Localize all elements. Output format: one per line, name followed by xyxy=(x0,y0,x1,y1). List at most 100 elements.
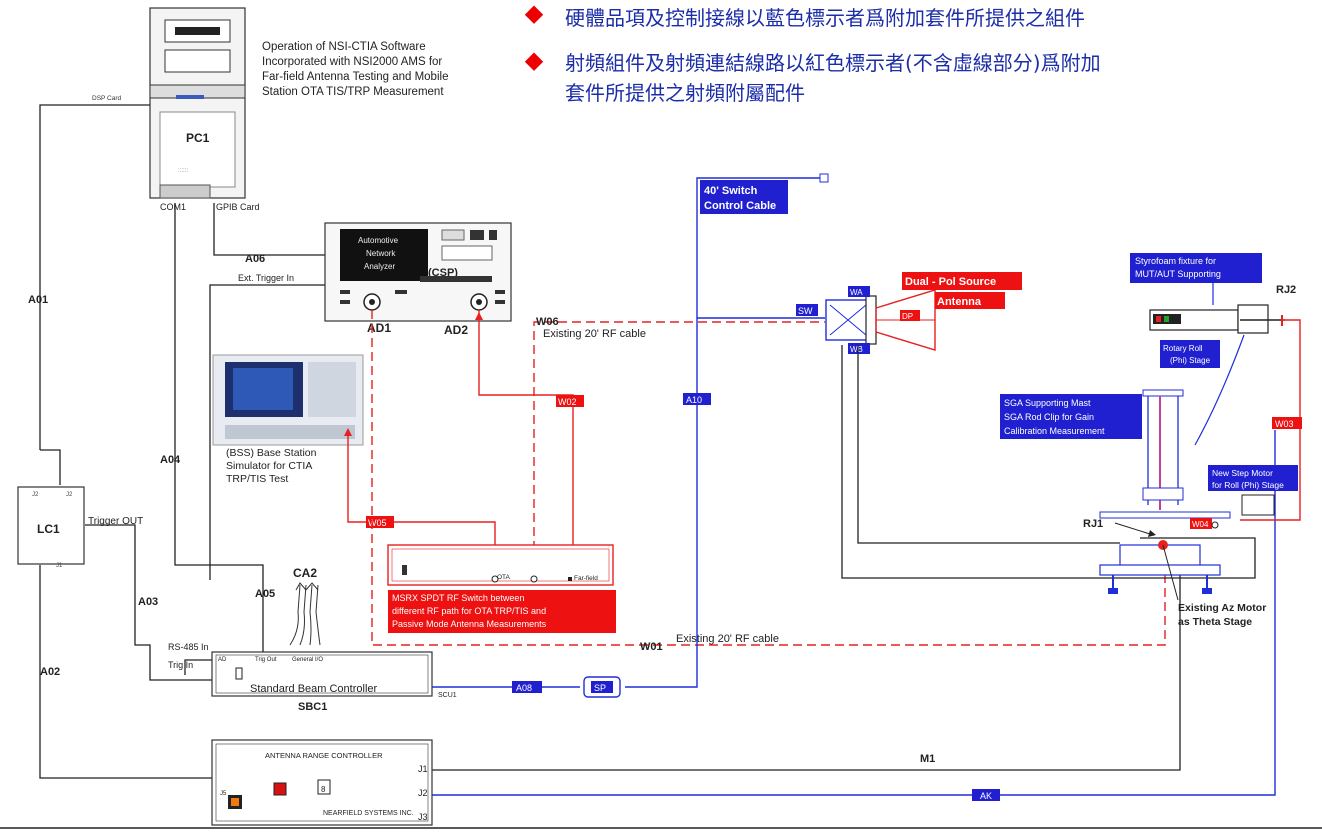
antenna-range-controller: ANTENNA RANGE CONTROLLER 8 J5 NEARFIELD … xyxy=(211,739,433,826)
fixture-line-2: MUT/AUT Supporting xyxy=(1135,269,1221,279)
cable-w06-label: W06 xyxy=(536,316,559,328)
dsp-card-label: DSP Card xyxy=(92,95,122,102)
cable-a10-label: A10 xyxy=(686,395,702,405)
switch-cable-line-2: Control Cable xyxy=(704,200,776,212)
network-analyzer: Automotive Network Analyzer (CSP) xyxy=(324,222,512,322)
svg-text:WB: WB xyxy=(850,345,863,354)
fixture-line-1: Styrofoam fixture for xyxy=(1135,256,1216,266)
legend: 硬體品項及控制接線以藍色標示者爲附加套件所提供之組件 射頻組件及射頻連結線路以紅… xyxy=(524,5,1101,105)
base-station-simulator xyxy=(212,354,364,446)
svg-text:J1: J1 xyxy=(56,563,63,569)
pc1-computer: PC1 :::::: xyxy=(149,7,246,199)
cable-w06-text: Existing 20' RF cable xyxy=(543,328,646,340)
motor-line-1: New Step Motor xyxy=(1212,468,1273,478)
az-motor-line-1: Existing Az Motor xyxy=(1178,602,1266,614)
switch-cable-line-1: 40' Switch xyxy=(704,185,758,197)
mast-line-1: SGA Supporting Mast xyxy=(1004,398,1091,408)
red-rf-wiring xyxy=(347,310,574,578)
cable-a04-label: A04 xyxy=(160,454,181,466)
cable-w01-text: Existing 20' RF cable xyxy=(676,633,779,645)
description: Operation of NSI-CTIA Software Incorpora… xyxy=(262,41,448,98)
cable-w04-label: W04 xyxy=(1192,520,1209,529)
rj1-label: RJ1 xyxy=(1083,518,1103,530)
svg-text:AD: AD xyxy=(218,657,227,663)
sbc-label: Standard Beam Controller xyxy=(250,683,378,695)
range-platform xyxy=(841,345,1256,579)
svg-text:J5: J5 xyxy=(220,791,227,797)
vna-port1-label: AD1 xyxy=(367,321,391,335)
pc1-label: PC1 xyxy=(186,131,210,145)
ext-trigger-label: Ext. Trigger In xyxy=(238,273,294,283)
svg-text:Far-field: Far-field xyxy=(574,575,598,582)
mast-line-3: Calibration Measurement xyxy=(1004,426,1105,436)
spdt-line-1: MSRX SPDT RF Switch between xyxy=(392,593,524,603)
vna-port2-label: AD2 xyxy=(444,323,468,337)
black-wiring xyxy=(39,104,1181,779)
svg-text:Network: Network xyxy=(366,249,396,258)
source-sw-label: SW xyxy=(798,306,813,316)
ca2-cable-harness xyxy=(289,582,321,646)
svg-text:Trig Out: Trig Out xyxy=(255,657,277,663)
svg-text:Automotive: Automotive xyxy=(358,236,399,245)
description-line-1: Operation of NSI-CTIA Software xyxy=(262,41,426,53)
bss-line-3: TRP/TIS Test xyxy=(226,473,288,485)
arc-title: ANTENNA RANGE CONTROLLER xyxy=(265,751,383,760)
cable-a05-label: A05 xyxy=(255,588,275,600)
standard-beam-controller: AD Trig Out General I/O Standard Beam Co… xyxy=(211,651,433,697)
svg-text:General I/O: General I/O xyxy=(292,657,323,663)
phi-stage-label: (Phi) Stage xyxy=(1170,356,1211,365)
legend-bullet-1 xyxy=(524,5,544,24)
cable-w05-label: W05 xyxy=(368,518,387,528)
bss-line-2: Simulator for CTIA xyxy=(226,460,312,472)
rotary-label: Rotary Roll xyxy=(1163,344,1203,353)
rs485-label: RS-485 In xyxy=(168,642,209,652)
ca2-label: CA2 xyxy=(293,566,317,580)
cable-a06-label: A06 xyxy=(245,253,265,265)
cable-w01-label: W01 xyxy=(640,641,663,653)
arc-maker: NEARFIELD SYSTEMS INC. xyxy=(323,810,414,817)
com1-label: COM1 xyxy=(160,202,186,212)
svg-text:J2: J2 xyxy=(32,492,39,498)
source-line-1: Dual - Pol Source xyxy=(905,276,996,288)
cable-a08-label: A08 xyxy=(516,683,532,693)
legend-line-2b: 套件所提供之射頻附屬配件 xyxy=(565,81,805,105)
svg-text:WA: WA xyxy=(850,288,863,297)
legend-line-1: 硬體品項及控制接線以藍色標示者爲附加套件所提供之組件 xyxy=(565,6,1085,30)
dashed-rf-cables xyxy=(371,310,1166,646)
spdt-line-3: Passive Mode Antenna Measurements xyxy=(392,619,547,629)
arc-j3: J3 xyxy=(418,812,428,822)
source-line-2: Antenna xyxy=(937,296,982,308)
mut-fixture xyxy=(1149,304,1285,334)
splitter-label: SP xyxy=(594,683,606,693)
lc1-controller: LC1 J2 J2 J1 xyxy=(17,486,85,569)
scu1-label: SCU1 xyxy=(438,692,457,699)
arc-j2: J2 xyxy=(418,788,428,798)
svg-text:DP: DP xyxy=(902,312,913,321)
description-line-4: Station OTA TIS/TRP Measurement xyxy=(262,86,444,98)
cable-a03-label: A03 xyxy=(138,596,158,608)
svg-text:8: 8 xyxy=(321,785,326,794)
sbc1-label: SBC1 xyxy=(298,701,327,713)
az-motor-line-2: as Theta Stage xyxy=(1178,616,1252,628)
spdt-rf-switch: OTA Far-field xyxy=(387,544,614,586)
cable-m1-label: M1 xyxy=(920,753,935,765)
description-line-2: Incorporated with NSI2000 AMS for xyxy=(262,56,442,68)
lc1-label: LC1 xyxy=(37,522,60,536)
svg-text:Analyzer: Analyzer xyxy=(364,262,395,271)
dual-pol-source-antenna: SW WA WB DP xyxy=(796,286,936,354)
trigger-out-label: Trigger OUT xyxy=(88,516,143,527)
bss-line-1: (BSS) Base Station xyxy=(226,447,317,459)
motor-line-2: for Roll (Phi) Stage xyxy=(1212,480,1284,490)
trig-in-label: Trig In xyxy=(168,660,193,670)
cable-w02-label: W02 xyxy=(558,397,577,407)
mast-line-2: SGA Rod Clip for Gain xyxy=(1004,412,1094,422)
blue-control-wiring xyxy=(432,177,1276,796)
svg-text:OTA: OTA xyxy=(497,574,511,581)
description-line-3: Far-field Antenna Testing and Mobile xyxy=(262,71,448,83)
rj2-label: RJ2 xyxy=(1276,284,1296,296)
cable-ak-label: AK xyxy=(980,791,992,801)
cable-a01-label: A01 xyxy=(28,294,48,306)
svg-text:::::::: :::::: xyxy=(178,168,188,174)
legend-line-2a: 射頻組件及射頻連結線路以紅色標示者(不含虛線部分)爲附加 xyxy=(565,51,1101,75)
